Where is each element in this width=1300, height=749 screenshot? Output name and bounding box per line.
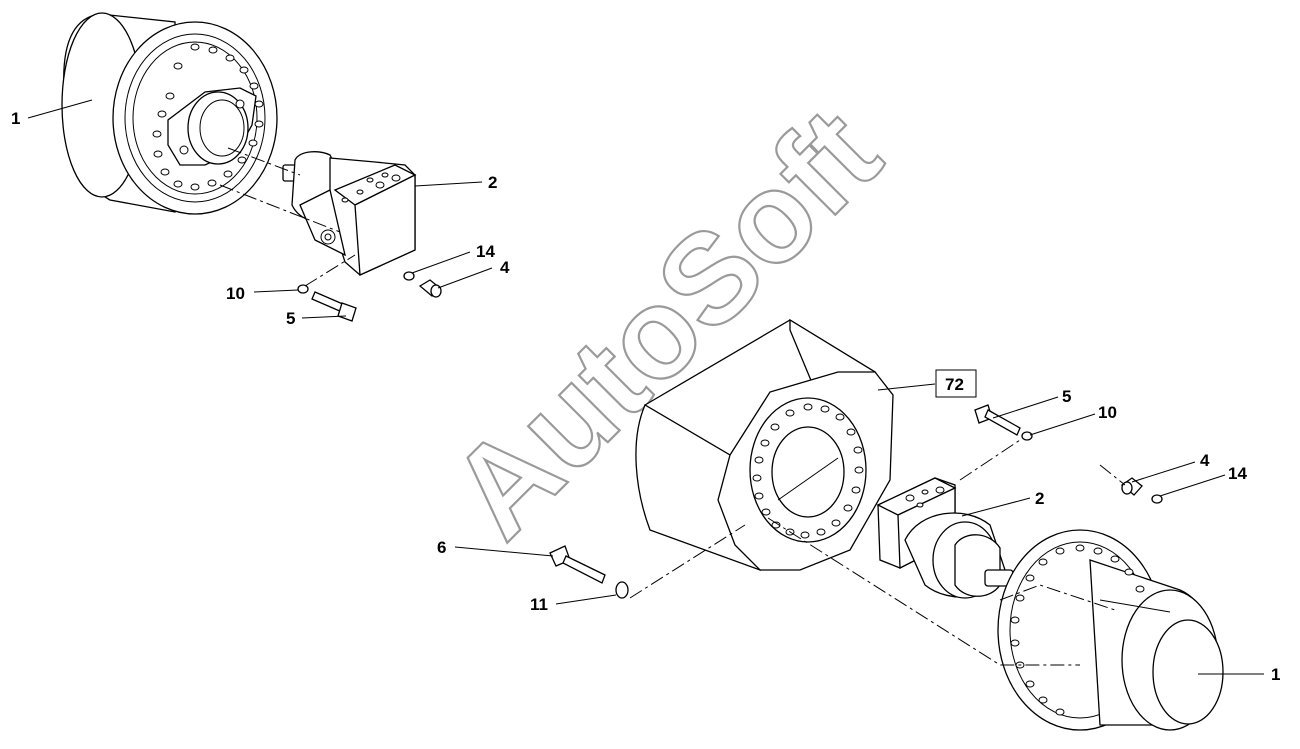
callout-right-2: 2: [1035, 489, 1044, 508]
right-hydraulic-motor: [876, 477, 1014, 599]
callout-left-4: 4: [500, 258, 510, 277]
callout-left-1: 1: [11, 109, 20, 128]
callout-right-1: 1: [1271, 665, 1280, 684]
callout-left-2: 2: [488, 173, 497, 192]
right-fitting: [1120, 477, 1143, 496]
axle-housing: [635, 318, 894, 572]
callout-right-72-box: 72: [935, 369, 977, 398]
callout-right-6: 6: [437, 538, 446, 557]
callout-left-5: 5: [286, 309, 295, 328]
right-long-bolt: [549, 545, 606, 584]
callout-right-5: 5: [1062, 387, 1071, 406]
callout-right-10: 10: [1098, 403, 1117, 422]
left-hydraulic-motor: [282, 151, 417, 276]
left-washer: [297, 284, 309, 294]
right-hub-bolt-holes: [1010, 544, 1145, 716]
callout-right-14: 14: [1228, 464, 1247, 483]
right-final-drive-hub: [997, 529, 1224, 731]
callout-left-14: 14: [476, 242, 495, 261]
left-bolt: [311, 291, 357, 322]
left-hub-bolt-holes: [152, 43, 264, 191]
right-washer: [1021, 431, 1033, 441]
right-bolt: [974, 404, 1021, 436]
left-o-ring: [403, 271, 415, 281]
right-flat-washer: [615, 581, 629, 599]
housing-bolt-holes: [752, 403, 864, 539]
callout-right-11: 11: [530, 595, 548, 614]
right-o-ring: [1151, 494, 1163, 504]
callout-left-10: 10: [226, 284, 245, 303]
left-fitting: [418, 279, 442, 298]
left-final-drive-hub: [61, 12, 278, 215]
callout-right-4: 4: [1200, 451, 1210, 470]
callout-right-72: 72: [945, 375, 964, 394]
